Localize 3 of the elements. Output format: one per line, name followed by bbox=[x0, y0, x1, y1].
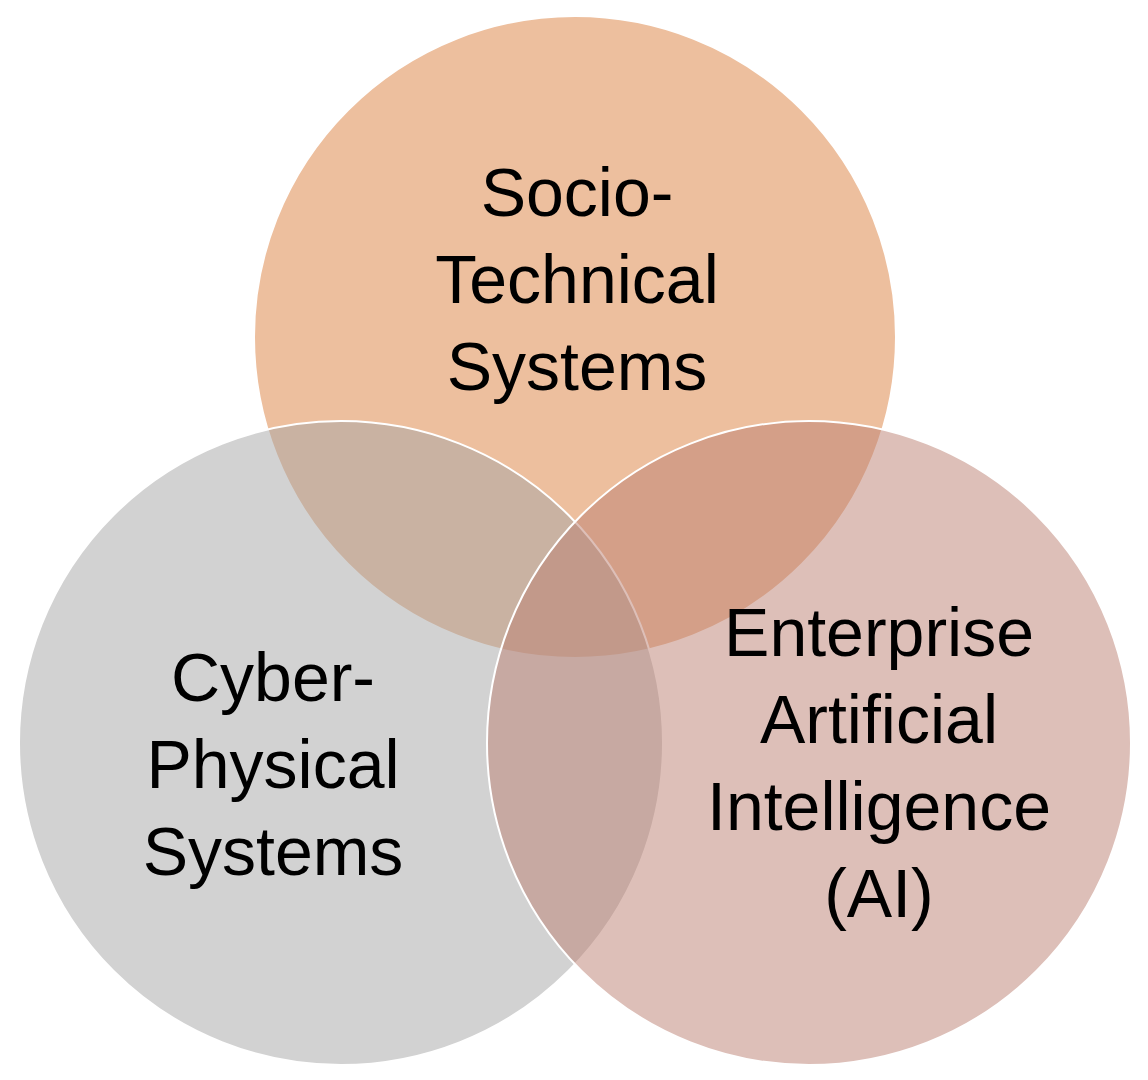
circle-label: Enterprise Artificial Intelligence (AI) bbox=[706, 593, 1052, 933]
circle-label: Socio-Technical Systems bbox=[434, 153, 720, 406]
circle-label: Cyber-Physical Systems bbox=[141, 638, 405, 891]
